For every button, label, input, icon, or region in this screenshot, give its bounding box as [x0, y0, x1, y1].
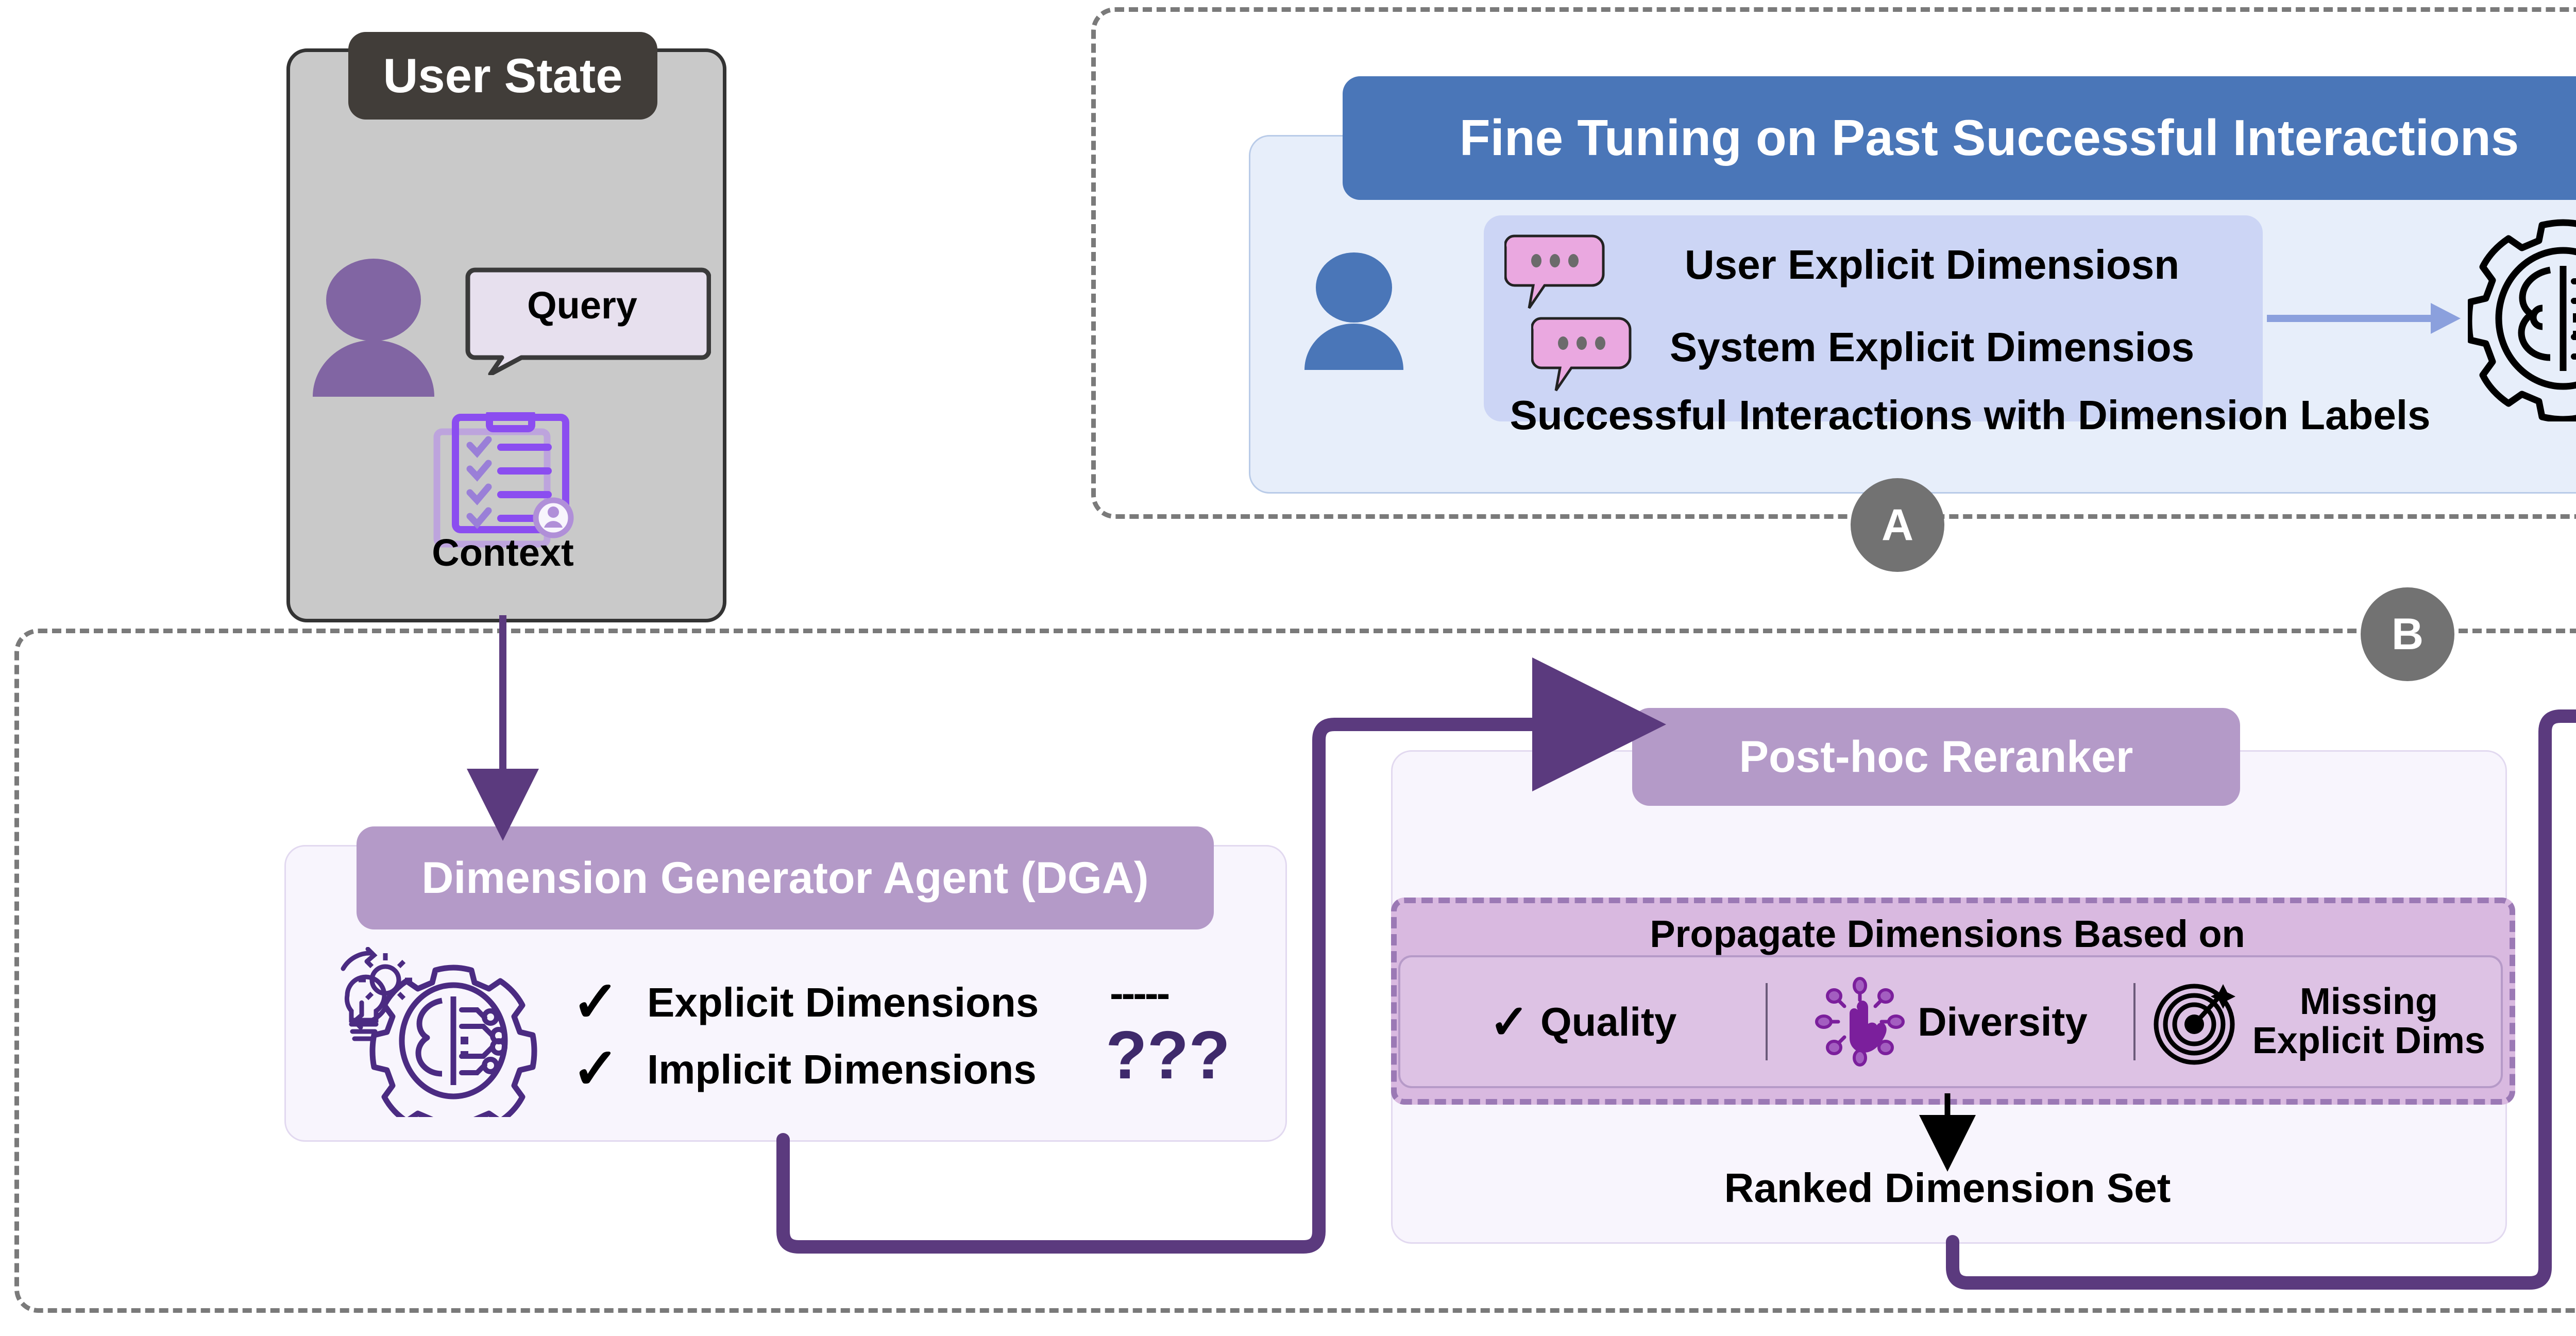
user-avatar-icon	[313, 259, 434, 397]
dga-item-marker-dashes: -----	[1110, 970, 1170, 1016]
reranker-criteria-row: ✓ Quality Diversity	[1398, 955, 2503, 1088]
badge-a: A	[1851, 478, 1944, 572]
reranker-criterion-diversity[interactable]: Diversity	[1768, 975, 2133, 1068]
dga-check-icon: ✓	[572, 970, 620, 1034]
reranker-criterion-quality[interactable]: ✓ Quality	[1400, 994, 1766, 1050]
bubble-label-user-dimensions: User Explicit Dimensiosn	[1684, 242, 2180, 288]
ai-brain-gear-icon	[2468, 219, 2576, 421]
dga-title: Dimension Generator Agent (DGA)	[357, 826, 1214, 929]
user-state-title: User State	[348, 32, 657, 120]
reranker-output-label: Ranked Dimension Set	[1724, 1165, 2171, 1211]
reranker-title: Post-hoc Reranker	[1632, 708, 2240, 806]
bubble-label-system-dimensions: System Explicit Dimensios	[1669, 324, 2195, 370]
query-label: Query	[527, 284, 637, 327]
chat-bubble-icon	[1531, 317, 1632, 392]
badge-b: B	[2361, 587, 2454, 681]
section-a-dashed-region	[1091, 7, 2576, 519]
criterion-label: Quality	[1540, 999, 1677, 1044]
section-b-dashed-region	[14, 629, 2576, 1313]
criterion-label: Diversity	[1918, 999, 2088, 1044]
arrow-right-icon	[2267, 303, 2461, 334]
checklist-user-icon	[433, 412, 574, 548]
chat-bubble-icon	[1504, 234, 1605, 309]
criterion-label: Missing Explicit Dims	[2252, 981, 2485, 1061]
target-bullseye-icon	[2154, 984, 2235, 1064]
fine-tuning-title: Fine Tuning on Past Successful Interacti…	[1343, 76, 2576, 200]
dga-item-marker-question-marks: ???	[1105, 1016, 1232, 1094]
reranker-criterion-missing-explicit-dims[interactable]: Missing Explicit Dims	[2136, 977, 2501, 1067]
checkmark-icon: ✓	[1489, 995, 1529, 1048]
dga-item-label-explicit: Explicit Dimensions	[647, 979, 1039, 1025]
divider	[1766, 983, 1768, 1060]
reranker-criteria-heading: Propagate Dimensions Based on	[1650, 912, 2245, 955]
lightbulb-gear-brain-icon	[341, 947, 537, 1117]
dga-check-icon: ✓	[572, 1037, 620, 1101]
query-bubble	[465, 267, 711, 375]
context-label: Context	[432, 531, 574, 574]
diversity-hand-network-icon	[1815, 977, 1905, 1067]
dga-item-label-implicit: Implicit Dimensions	[647, 1046, 1037, 1092]
fine-tuning-caption: Successful Interactions with Dimension L…	[1510, 392, 2431, 438]
user-avatar-icon	[1304, 252, 1403, 370]
